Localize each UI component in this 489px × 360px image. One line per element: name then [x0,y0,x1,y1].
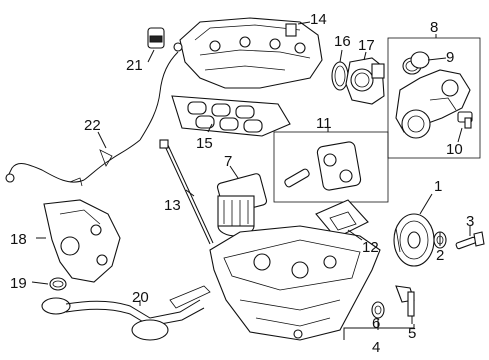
callout-5: 5 [408,325,416,342]
oil-cooler-box [273,131,389,203]
callout-11: 11 [316,115,332,132]
callout-16: 16 [334,33,351,50]
callout-8: 8 [430,19,438,36]
callout-2: 2 [436,247,444,264]
drain-plug-washer [371,301,385,319]
oil-pressure-sensor [457,111,473,129]
dipstick-tube [159,139,214,245]
callouts: 1 2 3 4 5 6 7 8 9 10 11 12 13 14 15 16 1… [10,11,474,356]
oil-filter-adapter-box [387,37,481,159]
pan-bolt [395,285,415,317]
callout-9: 9 [446,49,454,66]
callout-20: 20 [132,289,149,306]
oil-filter [216,173,268,237]
oil-filter-adapter [395,69,471,139]
callout-15: 15 [196,135,213,152]
callout-21: 21 [126,57,143,74]
callout-18: 18 [10,231,27,248]
oil-pan [209,225,381,341]
sensor-connector [147,27,165,49]
oil-pan-gasket [315,199,369,239]
callout-13: 13 [164,197,181,214]
callout-17: 17 [358,37,375,54]
pulley-bolt [455,231,485,250]
vacuum-hose-tube [5,51,179,187]
cooler-bolt [284,168,310,188]
crankshaft-pulley [393,213,435,267]
leader-lines [31,21,471,340]
oil-pump [43,199,121,283]
intake-manifold [173,17,323,89]
throttle-body-gasket [331,61,349,91]
callout-12: 12 [362,239,379,256]
adapter-seal-ring [402,51,430,75]
callout-7: 7 [224,153,232,170]
throttle-body [345,57,385,105]
callout-14: 14 [310,11,327,28]
callout-6: 6 [372,315,380,332]
oil-cooler [316,141,362,191]
o-ring [49,277,67,291]
intake-gasket-set [171,95,291,137]
callout-4: 4 [372,339,380,356]
callout-19: 19 [10,275,27,292]
callout-22: 22 [84,117,101,134]
oil-pickup-tube [41,285,211,341]
callout-1: 1 [434,178,442,195]
callout-10: 10 [446,141,463,158]
callout-3: 3 [466,213,474,230]
